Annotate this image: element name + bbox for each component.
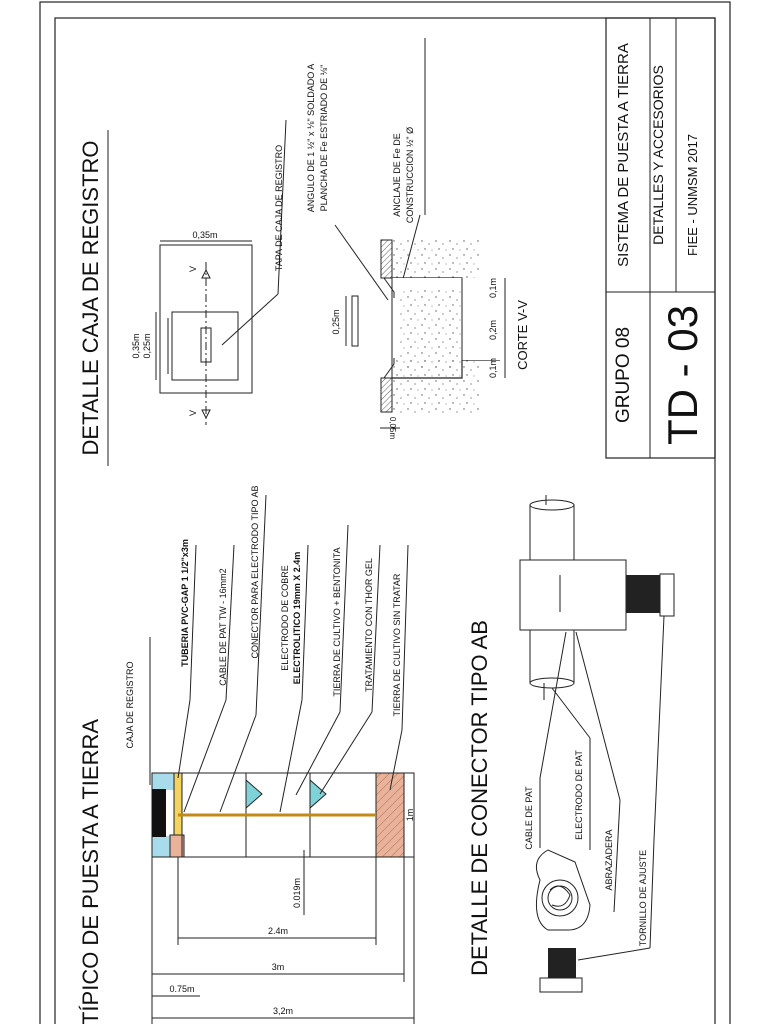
lid-dim: 0,25m	[331, 309, 341, 334]
registro-title: DETALLE CAJA DE REGISTRO	[78, 140, 103, 455]
inner-frame	[54, 17, 716, 1024]
dim-inner: 0,25m	[142, 333, 152, 358]
section-marker-bottom: V	[188, 410, 198, 416]
label-cable: CABLE DE PAT TW - 16mm2	[218, 568, 228, 685]
bolt-head	[659, 573, 675, 617]
top-bolt-threads	[548, 948, 576, 978]
grounding-detail: TÍPICO DE PUESTA A TIERRA 1m 2.4m 3m 0.7…	[78, 485, 415, 1024]
lid-side	[351, 295, 359, 347]
label-tierra-sin-tratar: TIERRA DE CULTIVO SIN TRATAR	[392, 573, 402, 716]
dim-32: 3,2m	[273, 1006, 293, 1016]
dim-outer-side: 0,35m	[131, 333, 141, 358]
label-tornillo: TORNILLO DE AJUSTE	[638, 850, 648, 946]
untreated-soil	[375, 772, 405, 858]
dim-floor: 0,05m	[388, 417, 397, 440]
angle-label-2: PLANCHA DE Fe ESTRIADO DE ⅛"	[319, 65, 329, 212]
dim-inner-width: 0,2m	[488, 320, 498, 340]
soil-edge	[169, 834, 185, 858]
wall-top-cap	[380, 239, 393, 279]
label-bentonita: TIERRA DE CULTIVO + BENTONITA	[332, 547, 342, 696]
label-electrodo-2: ELECTROLITICO 19mm X 2.4m	[292, 552, 302, 685]
section-title: CORTE V-V	[515, 300, 530, 370]
connector-title: DETALLE DE CONECTOR TIPO AB	[467, 620, 492, 976]
grounding-title: TÍPICO DE PUESTA A TIERRA	[78, 719, 103, 1024]
dim-wall-right: 0,1m	[488, 358, 498, 378]
connector-detail: DETALLE DE CONECTOR TIPO AB CABLE DE PAT…	[467, 495, 675, 993]
dim-075: 0.75m	[169, 984, 194, 994]
group-label: GRUPO 08	[613, 327, 634, 423]
dim-outer: 0,35m	[192, 230, 217, 240]
label-electrodo-pat: ELECTRODO DE PAT	[574, 750, 584, 840]
label-conector: CONECTOR PARA ELECTRODO TIPO AB	[250, 485, 260, 658]
label-electrodo-1: ELECTRODO DE COBRE	[280, 565, 290, 671]
dim-diameter: 0.019m	[292, 878, 302, 908]
top-bolt-head	[539, 977, 583, 993]
institution-label: FIEE - UNMSM 2017	[685, 134, 700, 256]
box-interior-fill	[400, 290, 462, 368]
gel-treatment-2	[309, 778, 327, 810]
gel-treatment-1	[245, 778, 263, 810]
label-thorgel: TRATAMIENTO CON THOR GEL	[364, 558, 374, 692]
bolt-threads	[626, 575, 660, 613]
wall-bottom-cap	[380, 377, 393, 413]
registro-detail: DETALLE CAJA DE REGISTRO V V 0,35m 0,35m…	[78, 38, 530, 466]
system-name: SISTEMA DE PUESTA A TIERRA	[615, 43, 632, 267]
section-marker-top: V	[188, 266, 198, 272]
sheet-subtitle: DETALLES Y ACCESORIOS	[650, 65, 666, 245]
dim-wall-left: 0,1m	[488, 278, 498, 298]
sheet-number: TD - 03	[659, 305, 706, 445]
angle-label-1: ANGULO DE 1 ½" x ⅛" SOLDADO A	[306, 64, 316, 212]
label-cable-pat: CABLE DE PAT	[524, 786, 534, 850]
dim-1m: 1m	[405, 809, 415, 822]
clamp-body	[519, 559, 627, 631]
dim-24: 2.4m	[268, 926, 288, 936]
label-abrazadera: ABRAZADERA	[604, 829, 614, 890]
outer-frame	[39, 1, 731, 1024]
title-block: SISTEMA DE PUESTA A TIERRA DETALLES Y AC…	[605, 17, 716, 459]
label-caja-registro: CAJA DE REGISTRO	[125, 661, 135, 748]
anchor-label-2: CONSTRUCCION ½" Ø	[405, 127, 415, 223]
anchor-label-1: ANCLAJE DE Fe DE	[392, 133, 402, 217]
label-tuberia: TUBERIA PVC-GAP 1 1/2"x3m	[180, 539, 190, 667]
lid-label: TAPA DE CAJA DE REGISTRO	[274, 145, 284, 271]
dim-3: 3m	[272, 962, 285, 972]
clamp-top-view	[535, 849, 591, 931]
registry-lid	[152, 789, 166, 837]
box-plan-inner	[171, 311, 239, 381]
